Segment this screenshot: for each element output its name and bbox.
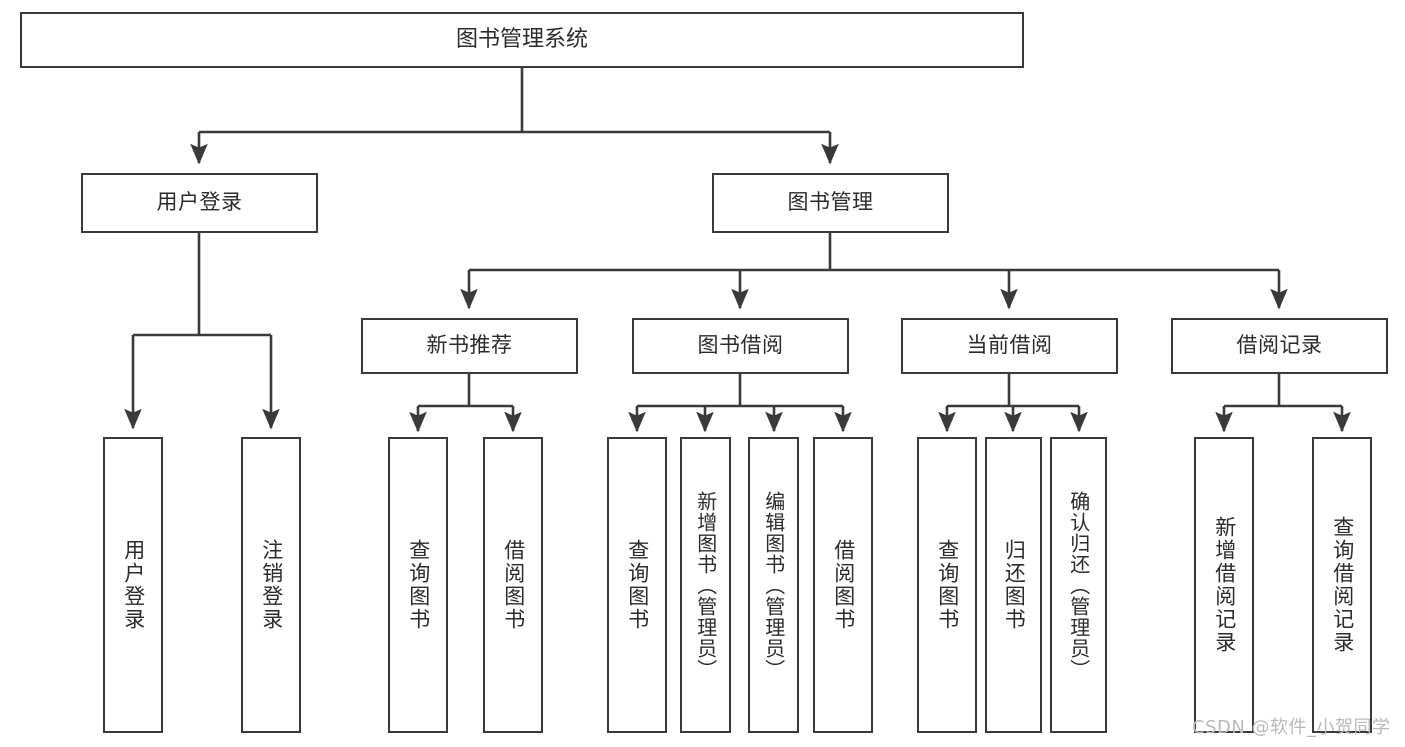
node-label: 借阅记录 [1236, 333, 1323, 358]
node-label: 图书管理系统 [455, 26, 588, 52]
node-borrow-record[interactable]: 借阅记录 [1171, 318, 1388, 374]
leaf-query-book-new[interactable]: 查询图书 [388, 437, 448, 733]
node-new-book-recommend[interactable]: 新书推荐 [361, 318, 578, 374]
leaf-add-book-admin[interactable]: 新增图书（管理员） [680, 437, 731, 733]
leaf-borrow-book-new[interactable]: 借阅图书 [483, 437, 543, 733]
node-label: 编辑图书（管理员） [761, 490, 786, 680]
node-label: 查询借阅记录 [1330, 516, 1355, 654]
node-label: 用户登录 [121, 539, 146, 631]
node-label: 查询图书 [406, 539, 431, 631]
node-label: 借阅图书 [831, 539, 856, 631]
leaf-add-borrow-record[interactable]: 新增借阅记录 [1194, 437, 1254, 733]
leaf-query-book-borrow[interactable]: 查询图书 [607, 437, 667, 733]
node-label: 查询图书 [625, 539, 650, 631]
leaf-user-login[interactable]: 用户登录 [103, 437, 163, 733]
leaf-confirm-return-admin[interactable]: 确认归还（管理员） [1050, 437, 1107, 733]
leaf-return-book[interactable]: 归还图书 [985, 437, 1042, 733]
node-root-system[interactable]: 图书管理系统 [20, 12, 1024, 68]
node-label: 确认归还（管理员） [1066, 490, 1091, 680]
node-label: 查询图书 [935, 539, 960, 631]
watermark: CSDN @软件_小贺同学 [1192, 717, 1391, 738]
node-label: 新书推荐 [426, 333, 513, 358]
leaf-edit-book-admin[interactable]: 编辑图书（管理员） [748, 437, 799, 733]
leaf-query-borrow-record[interactable]: 查询借阅记录 [1312, 437, 1372, 733]
leaf-borrow-book[interactable]: 借阅图书 [813, 437, 873, 733]
node-label: 归还图书 [1002, 539, 1027, 631]
leaf-query-book-current[interactable]: 查询图书 [917, 437, 977, 733]
node-label: 注销登录 [259, 539, 284, 631]
node-label: 新增图书（管理员） [693, 490, 718, 680]
node-label: 图书借阅 [697, 333, 784, 358]
node-book-management[interactable]: 图书管理 [712, 173, 949, 233]
node-book-borrow[interactable]: 图书借阅 [632, 318, 849, 374]
leaf-logout[interactable]: 注销登录 [241, 437, 301, 733]
node-label: 用户登录 [156, 190, 243, 215]
node-label: 借阅图书 [501, 539, 526, 631]
node-label: 新增借阅记录 [1212, 516, 1237, 654]
node-current-borrow[interactable]: 当前借阅 [901, 318, 1118, 374]
node-label: 当前借阅 [966, 333, 1053, 358]
node-label: 图书管理 [787, 190, 874, 215]
node-user-login[interactable]: 用户登录 [81, 173, 318, 233]
